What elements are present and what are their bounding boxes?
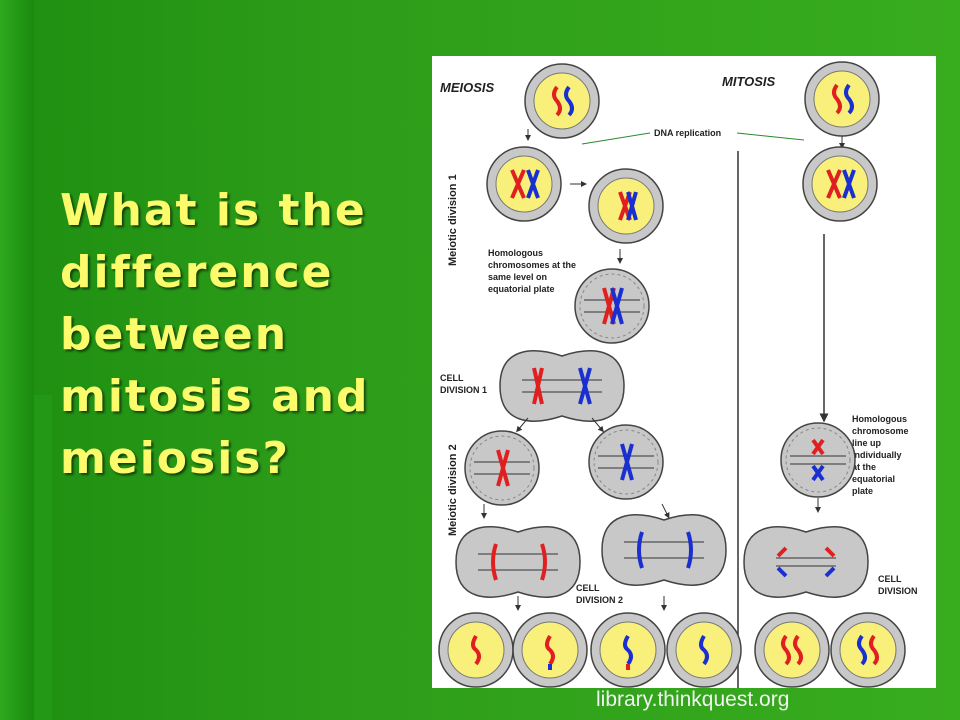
- meiosis2-cell-blue: [588, 424, 664, 500]
- mitosis-cell-equatorial: [780, 422, 856, 498]
- homologous-meiosis-line-2: chromosomes at the: [488, 260, 576, 270]
- meiosis-cell-division-2-red: [455, 526, 581, 598]
- image-credit: library.thinkquest.org: [596, 688, 790, 711]
- final-cell-2: [512, 612, 588, 688]
- meiosis-label: MEIOSIS: [440, 80, 495, 95]
- title-line-4: mitosis and: [60, 371, 370, 422]
- cell-division-2-line-1: CELL: [576, 583, 600, 593]
- diagram-svg: MEIOSIS MITOSIS DNA replication Meiotic …: [438, 61, 918, 688]
- title-line-5: meiosis?: [60, 433, 290, 484]
- meiotic-division-1-label: Meiotic division 1: [447, 174, 459, 266]
- homologous-mitosis-line-5: at the: [852, 462, 876, 472]
- meiosis-cell-division-2-blue: [601, 514, 727, 586]
- homologous-mitosis-line-2: chromosome: [852, 426, 909, 436]
- title-line-1: What is the: [60, 185, 367, 236]
- mitosis-label: MITOSIS: [722, 74, 776, 89]
- title-line-2: difference: [60, 247, 334, 298]
- cell-division-1-line-1: CELL: [440, 373, 464, 383]
- meiosis-cell-replicated: [486, 146, 562, 222]
- final-mitosis-cell-2: [830, 612, 906, 688]
- background-stripe: [0, 0, 34, 720]
- homologous-mitosis-line-3: line up: [852, 438, 882, 448]
- homologous-mitosis-line-1: Homologous: [852, 414, 907, 424]
- title-line-3: between: [60, 309, 289, 360]
- meiosis-cell-paired: [588, 168, 664, 244]
- homologous-meiosis-line-1: Homologous: [488, 248, 543, 258]
- final-mitosis-cell-1: [754, 612, 830, 688]
- cell-division-line-2: DIVISION: [878, 586, 918, 596]
- background-stripe-lower: [34, 395, 52, 720]
- dna-replication-label: DNA replication: [654, 128, 721, 138]
- meiosis-cell-1: [524, 63, 600, 139]
- meiosis-mitosis-diagram: MEIOSIS MITOSIS DNA replication Meiotic …: [432, 56, 936, 688]
- meiosis-cell-division-1: [499, 350, 625, 422]
- mitosis-cell-division: [743, 526, 869, 598]
- cell-division-2-line-2: DIVISION 2: [576, 595, 623, 605]
- homologous-mitosis-line-4: individually: [852, 450, 902, 460]
- final-cell-1: [438, 612, 514, 688]
- homologous-meiosis-line-3: same level on: [488, 272, 547, 282]
- homologous-mitosis-line-7: plate: [852, 486, 873, 496]
- cell-division-line-1: CELL: [878, 574, 902, 584]
- cell-division-1-line-2: DIVISION 1: [440, 385, 487, 395]
- meiosis-cell-equatorial: [574, 268, 650, 344]
- final-cell-4: [666, 612, 742, 688]
- final-cell-3: [590, 612, 666, 688]
- homologous-mitosis-line-6: equatorial: [852, 474, 895, 484]
- mitosis-cell-replicated: [802, 146, 878, 222]
- meiotic-division-2-label: Meiotic division 2: [447, 444, 459, 536]
- mitosis-cell-1: [804, 61, 880, 137]
- homologous-meiosis-line-4: equatorial plate: [488, 284, 555, 294]
- slide-title: What is the difference between mitosis a…: [60, 180, 420, 490]
- meiosis2-cell-red: [464, 430, 540, 506]
